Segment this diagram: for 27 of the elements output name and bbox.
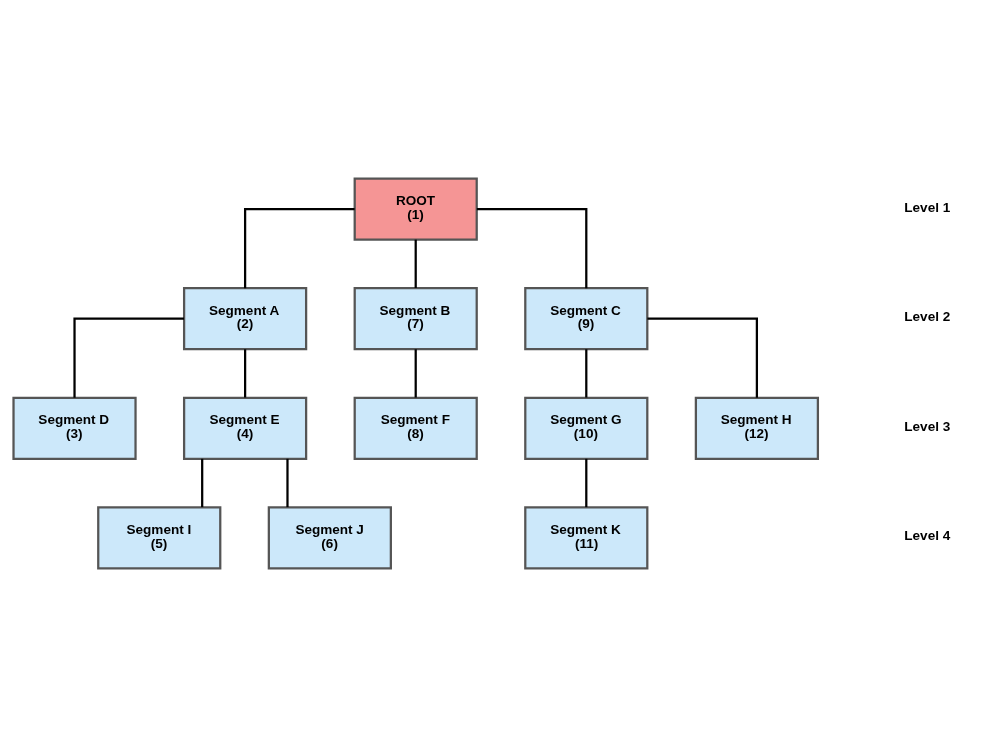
- connector: [584, 349, 587, 398]
- label: Level 2: [903, 309, 950, 325]
- connector: [414, 349, 417, 398]
- label: Level 3: [903, 418, 950, 434]
- connector: [476, 208, 587, 289]
- connector: [243, 349, 246, 398]
- connector: [414, 239, 417, 288]
- node-box: Segment J (6): [267, 506, 392, 570]
- node-box: Segment B (7): [353, 287, 478, 351]
- node-box: Segment I (5): [96, 506, 221, 570]
- node-box: Segment K (11): [523, 506, 648, 570]
- node-box: Segment A (2): [182, 287, 307, 351]
- node-box: Segment G (10): [523, 396, 648, 460]
- connector: [72, 317, 184, 398]
- node-box: Segment C (9): [523, 287, 648, 351]
- node-box: Segment D (3): [11, 396, 137, 460]
- node-box: Segment F (8): [353, 396, 478, 460]
- connector: [584, 458, 587, 508]
- connector: [243, 208, 355, 289]
- connector: [285, 458, 289, 508]
- connector: [200, 458, 203, 508]
- label: Level 4: [903, 528, 950, 544]
- node-box: ROOT (1): [353, 177, 478, 241]
- connector: [646, 317, 758, 398]
- node-box: Segment H (12): [694, 396, 819, 460]
- label: Level 1: [903, 199, 950, 215]
- node-box: Segment E (4): [182, 396, 307, 460]
